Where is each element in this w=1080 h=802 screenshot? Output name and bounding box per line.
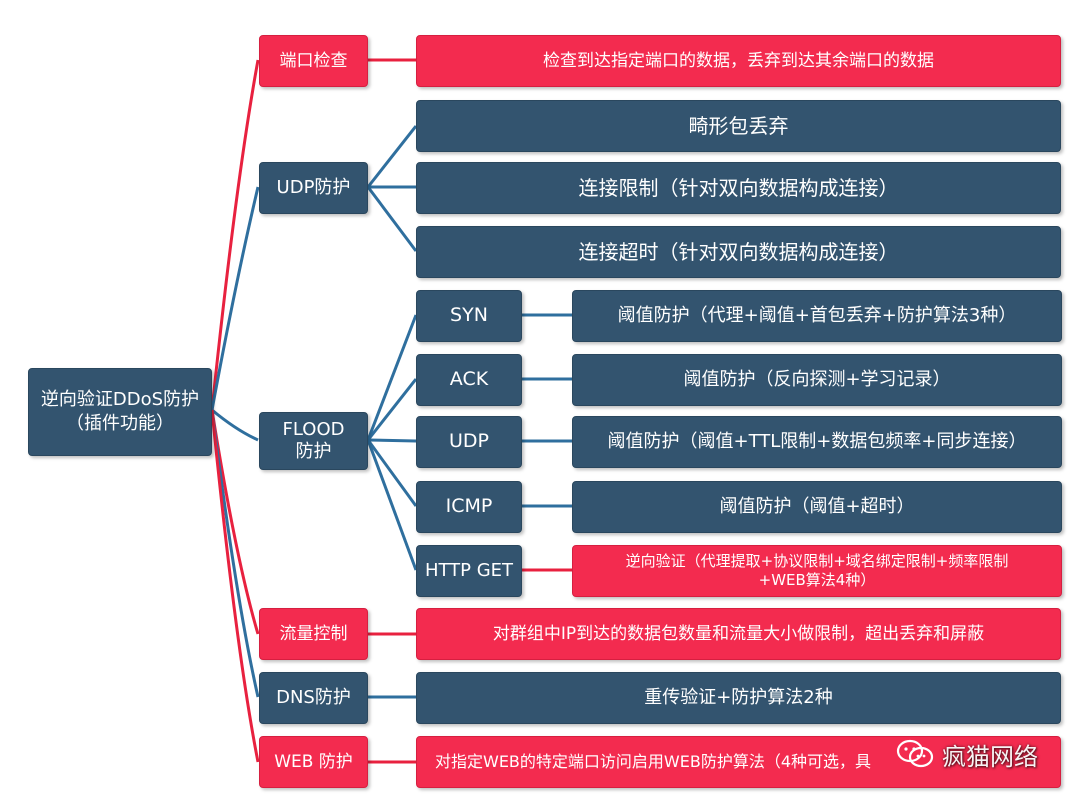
web-protect-node: WEB 防护 bbox=[259, 736, 368, 788]
port-check-node: 端口检查 bbox=[259, 35, 368, 87]
udp-item-connection-limit: 连接限制（针对双向数据构成连接） bbox=[416, 162, 1061, 214]
flood-syn-node: SYN bbox=[416, 290, 522, 342]
connector-root-port-check bbox=[210, 59, 260, 411]
flood-line-2: 防护 bbox=[295, 441, 332, 462]
dns-protect-detail: 重传验证+防护算法2种 bbox=[416, 672, 1061, 724]
flood-icmp-detail: 阈值防护（阈值+超时） bbox=[572, 481, 1062, 533]
http-get-detail-line-1: 逆向验证（代理提取+协议限制+域名绑定限制+频率限制 bbox=[625, 551, 1009, 570]
connector-root-dns bbox=[210, 409, 260, 698]
connector-root-udp bbox=[210, 186, 260, 411]
flood-syn-detail: 阈值防护（代理+阈值+首包丢弃+防护算法3种） bbox=[572, 290, 1062, 342]
udp-item-connection-timeout: 连接超时（针对双向数据构成连接） bbox=[416, 226, 1061, 278]
wechat-icon bbox=[896, 739, 934, 768]
udp-item-malformed-drop: 畸形包丢弃 bbox=[416, 100, 1061, 152]
connector-flood-icmp bbox=[366, 439, 418, 507]
connector-udp-item-3 bbox=[366, 186, 418, 252]
connector-root-flood bbox=[211, 408, 259, 442]
dns-protect-node: DNS防护 bbox=[259, 672, 368, 724]
flood-http-get-detail: 逆向验证（代理提取+协议限制+域名绑定限制+频率限制 +WEB算法4种） bbox=[572, 545, 1062, 597]
root-line-2: （插件功能） bbox=[66, 413, 174, 434]
connector-root-web bbox=[210, 409, 260, 763]
root-node: 逆向验证DDoS防护 （插件功能） bbox=[28, 368, 212, 456]
connector-udp-item-1 bbox=[366, 125, 418, 188]
flood-icmp-node: ICMP bbox=[416, 481, 522, 533]
traffic-control-detail: 对群组中IP到达的数据包数量和流量大小做限制，超出丢弃和屏蔽 bbox=[416, 608, 1061, 660]
traffic-control-node: 流量控制 bbox=[259, 608, 368, 660]
flood-udp-detail: 阈值防护（阈值+TTL限制+数据包频率+同步连接） bbox=[572, 416, 1062, 468]
flood-ack-node: ACK bbox=[416, 354, 522, 406]
flood-ack-detail: 阈值防护（反向探测+学习记录） bbox=[572, 354, 1062, 406]
udp-protect-node: UDP防护 bbox=[259, 162, 368, 214]
flood-line-1: FLOOD bbox=[282, 418, 345, 440]
connector-flood-syn bbox=[366, 314, 418, 441]
root-line-1: 逆向验证DDoS防护 bbox=[40, 388, 200, 410]
flood-udp-node: UDP bbox=[416, 416, 522, 468]
watermark-text: 疯猫网络 bbox=[942, 742, 1038, 771]
connector-root-traffic bbox=[210, 409, 260, 635]
http-get-detail-line-2: +WEB算法4种） bbox=[758, 571, 876, 589]
connector-flood-ack bbox=[366, 378, 418, 441]
connector-flood-http bbox=[366, 439, 418, 571]
web-protect-detail-text: 对指定WEB的特定端口访问启用WEB防护算法（4种可选，具 bbox=[435, 752, 871, 772]
port-check-detail: 检查到达指定端口的数据，丢弃到达其余端口的数据 bbox=[416, 35, 1061, 87]
flood-protect-node: FLOOD 防护 bbox=[259, 412, 368, 470]
web-protect-detail: 对指定WEB的特定端口访问启用WEB防护算法（4种可选，具 bbox=[416, 736, 1061, 788]
connector-flood-udp bbox=[367, 438, 417, 443]
watermark: 疯猫网络 bbox=[896, 734, 1066, 774]
flood-http-get-node: HTTP GET bbox=[416, 545, 522, 597]
